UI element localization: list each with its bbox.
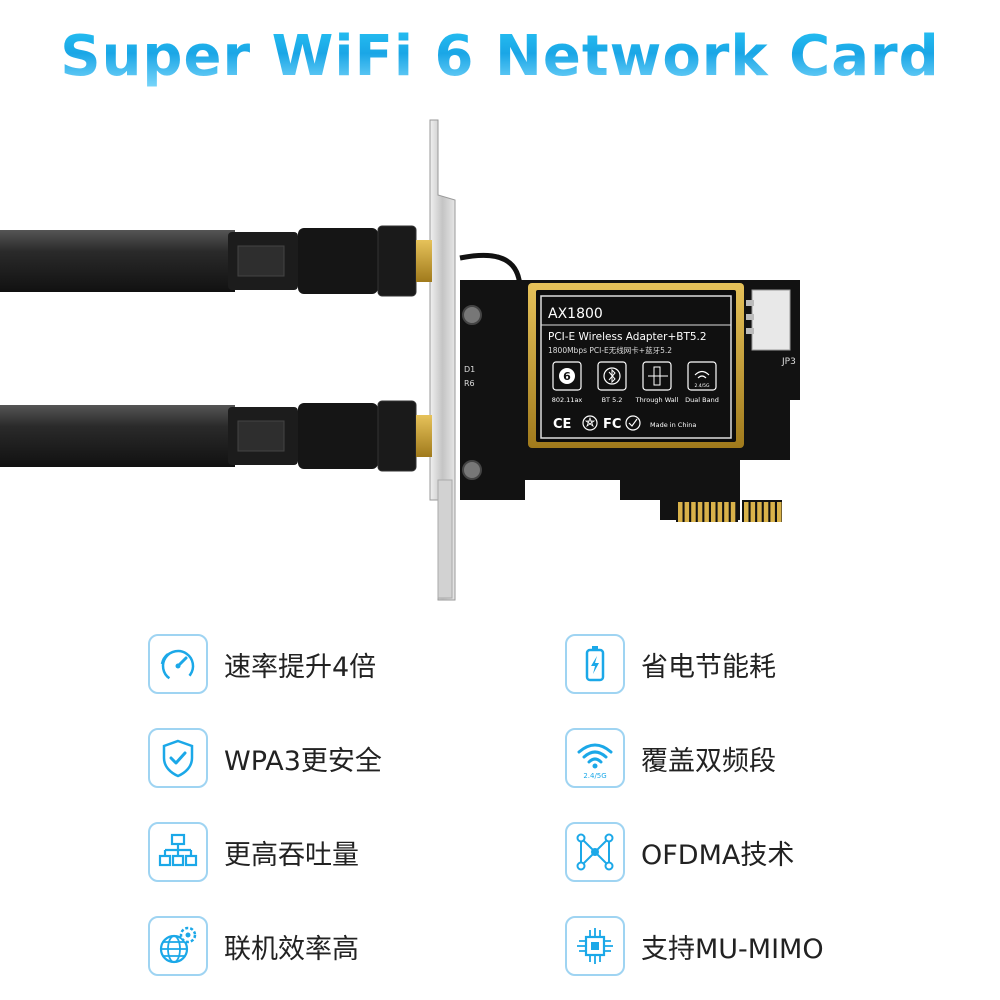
gold-finger-contact xyxy=(730,502,736,522)
shield-check-icon xyxy=(148,728,208,788)
gold-finger-contact xyxy=(691,502,696,522)
badge-label: Through Wall xyxy=(635,396,679,404)
gold-finger-contact xyxy=(763,502,769,522)
module-model: AX1800 xyxy=(548,306,603,322)
wifi-dual-band-icon: 2.4/5G xyxy=(565,728,625,788)
jp3-label: JP3 xyxy=(781,357,796,367)
product-image: JP3 D1 R6 AX1800 PCI-E Wireless Adapter+… xyxy=(0,119,800,601)
gold-finger-contact xyxy=(697,502,703,522)
module-name: PCI-E Wireless Adapter+BT5.2 xyxy=(548,331,707,343)
feature-label: 更高吞吐量 xyxy=(224,839,359,871)
gold-finger-contact xyxy=(750,502,756,522)
globe-gear-icon xyxy=(148,916,208,976)
feature-dual-band: 2.4/5G 覆盖双频段 xyxy=(565,726,776,790)
badge-dual-band: 2.4/5G Dual Band xyxy=(685,361,719,404)
gold-finger-contact xyxy=(757,502,762,522)
feature-label: 联机效率高 xyxy=(224,933,359,965)
badge-small: 2.4/5G xyxy=(694,383,710,389)
feature-label: 覆盖双频段 xyxy=(641,745,776,777)
pci-bracket xyxy=(429,119,456,601)
feature-label: 速率提升4倍 xyxy=(224,651,377,683)
badge-label: 802.11ax xyxy=(552,396,583,404)
fc-mark: FC xyxy=(603,417,621,432)
feature-wpa3: WPA3更安全 xyxy=(148,726,382,790)
feature-speed: 速率提升4倍 xyxy=(148,632,376,696)
badge-through-wall: Through Wall xyxy=(635,361,679,404)
feature-list: 速率提升4倍 省电节能耗 WPA3更安全 2.4/5G 覆盖双频段 更高吞吐量 … xyxy=(0,630,1000,990)
gold-finger-contact xyxy=(704,502,709,522)
badge-bluetooth: BT 5.2 xyxy=(597,361,627,404)
gold-finger-contact xyxy=(744,502,749,522)
badge-label: BT 5.2 xyxy=(602,396,623,404)
feature-ofdma: OFDMA技术 xyxy=(565,820,794,884)
feature-throughput: 更高吞吐量 xyxy=(148,820,359,884)
gold-finger-contact xyxy=(724,502,729,522)
gold-finger-contacts xyxy=(678,502,782,522)
battery-icon xyxy=(565,634,625,694)
antenna-bottom xyxy=(0,400,432,472)
wifi-module: AX1800 PCI-E Wireless Adapter+BT5.2 1800… xyxy=(528,283,744,448)
gold-finger-contact xyxy=(711,502,716,522)
ofdma-nodes-icon xyxy=(565,822,625,882)
page-title: Super WiFi 6 Network Card xyxy=(0,24,1000,89)
gold-finger-contact xyxy=(770,502,775,522)
feature-power-saving: 省电节能耗 xyxy=(565,632,776,696)
feature-label: OFDMA技术 xyxy=(641,839,795,871)
module-subtitle: 1800Mbps PCI-E无线网卡+蓝牙5.2 xyxy=(548,345,672,355)
badge-label: Dual Band xyxy=(685,396,719,404)
d1-label: D1 xyxy=(464,365,475,374)
gold-finger-contact xyxy=(684,502,690,522)
gold-finger-contact xyxy=(717,502,723,522)
feature-efficiency: 联机效率高 xyxy=(148,914,359,978)
svg-text:6: 6 xyxy=(563,370,571,383)
gold-finger-contact xyxy=(777,502,782,522)
feature-label: 省电节能耗 xyxy=(641,651,776,683)
gold-finger-contact xyxy=(678,502,683,522)
chip-icon xyxy=(565,916,625,976)
speedometer-icon xyxy=(148,634,208,694)
r6-label: R6 xyxy=(464,379,475,388)
made-in-label: Made in China xyxy=(650,421,696,429)
ce-mark: CE xyxy=(553,417,571,432)
feature-mu-mimo: 支持MU-MIMO xyxy=(565,914,824,978)
badge-wifi6: 6 802.11ax xyxy=(552,361,583,404)
wifi-band-text: 2.4/5G xyxy=(583,772,606,780)
network-hierarchy-icon xyxy=(148,822,208,882)
feature-label: 支持MU-MIMO xyxy=(641,933,824,965)
feature-label: WPA3更安全 xyxy=(224,745,382,777)
antenna-top xyxy=(0,225,432,297)
